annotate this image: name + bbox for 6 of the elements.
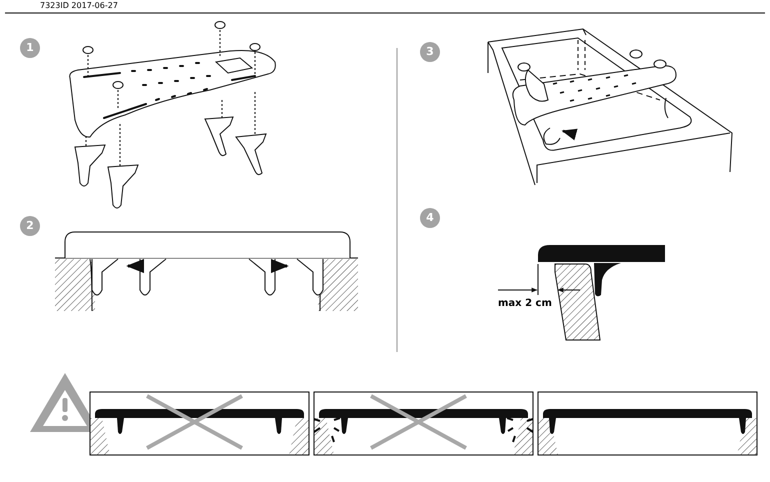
step-number: 1 — [20, 38, 40, 58]
step-number: 2 — [20, 216, 40, 236]
step-number: 4 — [420, 208, 440, 228]
document-code: 7323ID 2017-06-27 — [40, 1, 118, 10]
step-number: 3 — [420, 42, 440, 62]
dimension-label: max 2 cm — [498, 298, 552, 309]
